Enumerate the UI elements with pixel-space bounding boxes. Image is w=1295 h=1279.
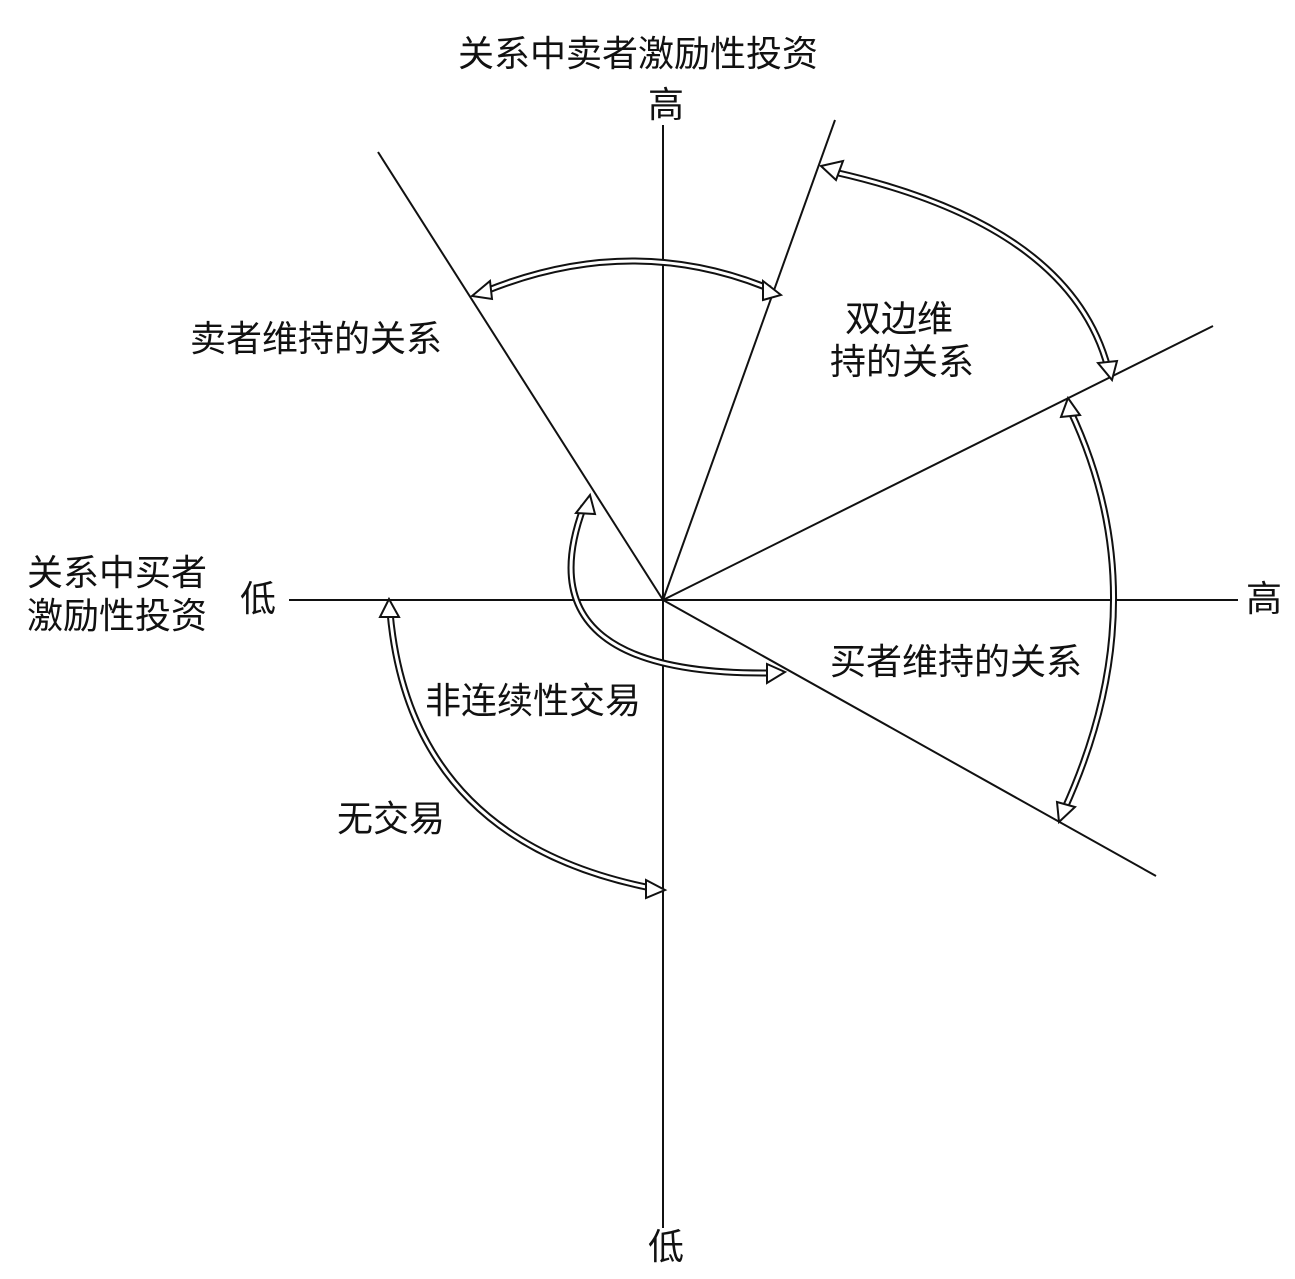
no-exchange-label: 无交易 <box>337 799 446 840</box>
arrowhead <box>1055 800 1077 825</box>
seller-arc-arrow <box>484 257 772 295</box>
buyer-arc-arrow <box>1060 408 1118 812</box>
vertical-axis-title: 关系中卖者激励性投资 <box>458 34 819 75</box>
horizontal-axis-title-line1: 关系中买者 <box>27 553 208 594</box>
arrowhead <box>469 279 494 301</box>
bilateral-label-line2: 持的关系 <box>830 342 975 384</box>
horizontal-axis-title-line2: 激励性投资 <box>27 596 208 638</box>
arrowhead <box>1059 395 1082 419</box>
horizontal-axis-high-label: 高 <box>1246 579 1283 620</box>
discontinuous-arc-arrow <box>567 504 773 677</box>
arrowhead <box>766 662 788 685</box>
boundary-line-seller <box>377 151 664 601</box>
arrowhead <box>762 278 784 302</box>
boundary-line-bilateral-upper <box>662 119 836 601</box>
arrowhead <box>574 492 597 516</box>
no-exchange-arc-arrow <box>386 611 652 892</box>
buyer-maintained-label: 买者维持的关系 <box>830 642 1083 683</box>
arrowhead <box>1096 359 1119 383</box>
bilateral-label: 双边维 持的关系 <box>830 298 974 384</box>
seller-maintained-label: 卖者维持的关系 <box>190 319 443 360</box>
arrowhead <box>818 159 845 182</box>
vertical-axis-high-label: 高 <box>648 85 685 126</box>
bilateral-label-line1: 双边维 <box>845 299 954 340</box>
arrowhead <box>645 878 668 900</box>
vertical-axis-low-label: 低 <box>648 1227 685 1268</box>
horizontal-axis-title: 关系中买者 激励性投资 <box>27 552 207 638</box>
discontinuous-exchange-label: 非连续性交易 <box>425 681 642 722</box>
arrowhead <box>378 596 401 618</box>
horizontal-axis-low-label: 低 <box>240 579 277 620</box>
